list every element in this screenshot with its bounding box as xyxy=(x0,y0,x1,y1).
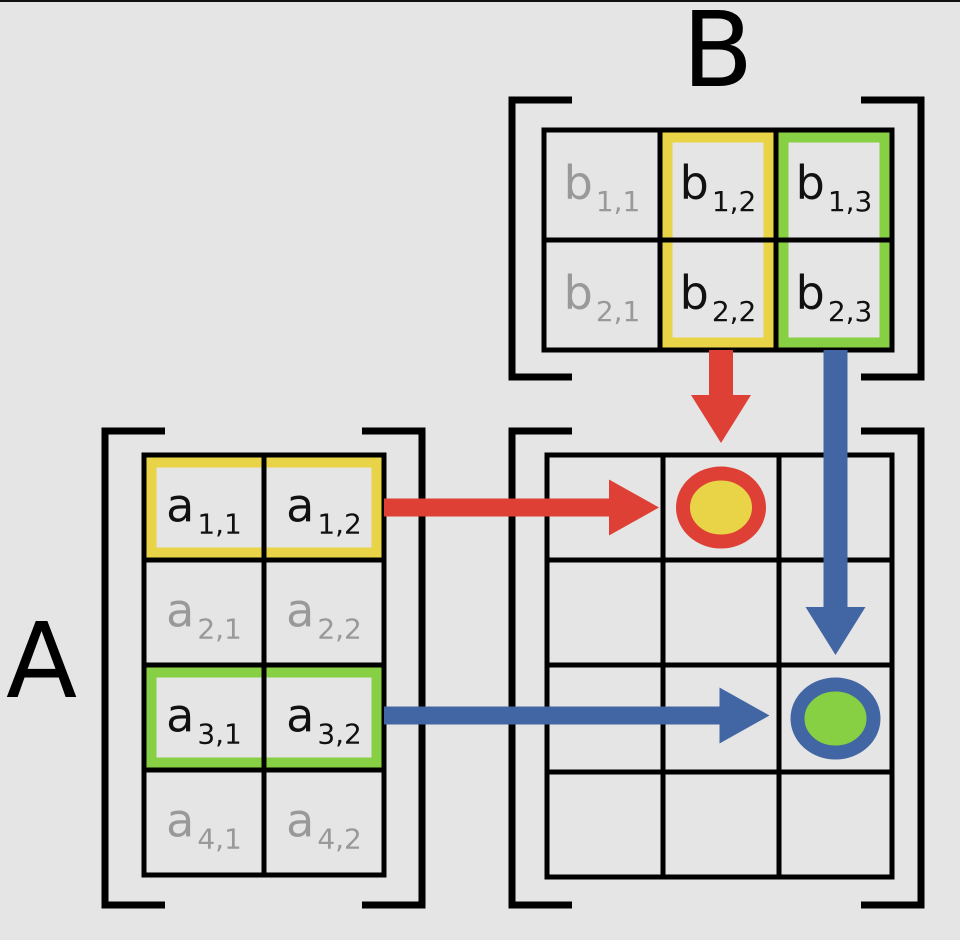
cell-base: a xyxy=(286,584,314,638)
cell-base: a xyxy=(286,689,314,743)
matrix-b-left-bracket xyxy=(508,96,572,381)
matrix-b-label: B xyxy=(682,0,753,111)
matrix-a-left-bracket xyxy=(101,427,165,909)
cell-base: b xyxy=(796,156,825,210)
cell-subscript: 4,2 xyxy=(317,823,362,856)
cell-subscript: 2,2 xyxy=(317,613,362,646)
cell-subscript: 1,2 xyxy=(317,508,362,541)
cell-base: b xyxy=(680,156,709,210)
cell-base: b xyxy=(564,156,593,210)
cell-base: a xyxy=(166,794,194,848)
blue-arrow-down-head xyxy=(805,607,866,655)
arrows xyxy=(384,350,866,744)
red-arrow-down-head xyxy=(691,395,751,443)
cell-subscript: 2,3 xyxy=(828,295,873,328)
blue-arrow-right-head xyxy=(719,687,770,744)
matrix-a-right-bracket xyxy=(362,427,426,909)
grids xyxy=(141,127,895,880)
matrix-a-label: A xyxy=(6,600,77,722)
blue-arrow-down-shaft xyxy=(823,350,848,615)
cell-subscript: 1,3 xyxy=(828,185,873,218)
cell-base: a xyxy=(166,584,194,638)
cell-subscript: 2,1 xyxy=(197,613,242,646)
cell-subscript: 3,2 xyxy=(317,718,362,751)
blue-arrow-right-shaft xyxy=(384,706,730,725)
brackets xyxy=(101,96,925,909)
top-border xyxy=(0,0,960,2)
cell-base: a xyxy=(166,689,194,743)
cell-subscript: 1,1 xyxy=(197,508,242,541)
cell-base: a xyxy=(286,479,314,533)
cell-base: a xyxy=(166,479,194,533)
red-arrow-right-shaft xyxy=(384,498,619,517)
cell-base: b xyxy=(564,266,593,320)
result-matrix-left-bracket xyxy=(508,427,572,909)
cell-base: b xyxy=(680,266,709,320)
matrix-b-right-bracket xyxy=(861,96,925,381)
cell-subscript: 1,1 xyxy=(596,185,641,218)
result-matrix-right-bracket xyxy=(861,427,925,909)
red-arrow-down-shaft xyxy=(709,350,733,403)
cell-base: a xyxy=(286,794,314,848)
result-cell-marker xyxy=(676,466,766,549)
cell-subscript: 2,2 xyxy=(712,295,757,328)
cell-subscript: 1,2 xyxy=(712,185,757,218)
cell-base: b xyxy=(796,266,825,320)
red-arrow-right-head xyxy=(609,479,659,536)
result-cell-marker xyxy=(790,677,881,760)
cell-subscript: 2,1 xyxy=(596,295,641,328)
cell-subscript: 4,1 xyxy=(197,823,242,856)
result-markers xyxy=(676,466,881,760)
cell-subscript: 3,1 xyxy=(197,718,242,751)
